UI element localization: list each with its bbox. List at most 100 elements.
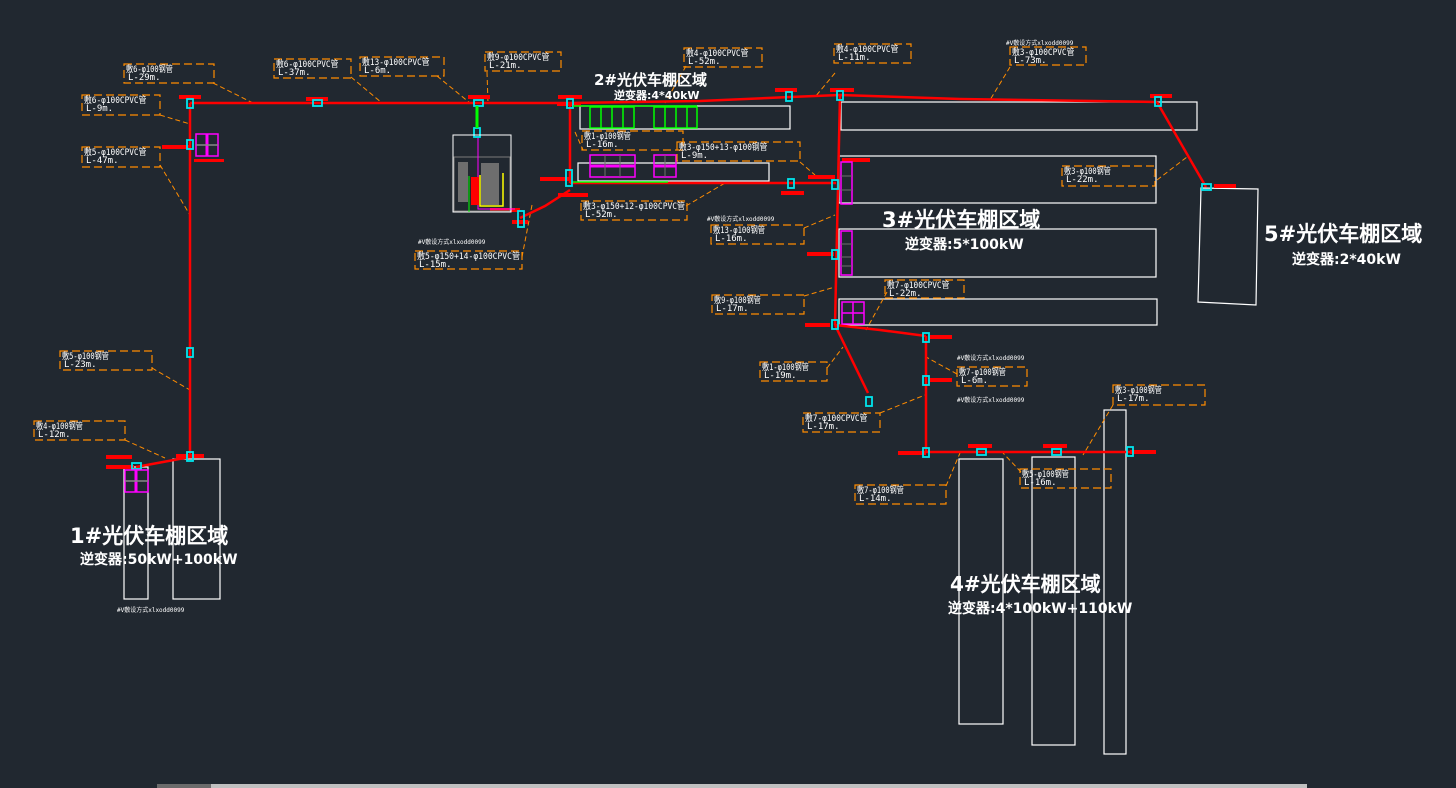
junction-box [186,98,194,109]
shed-3d [838,298,1158,326]
cable-label-box [59,350,153,371]
junction-box [312,99,323,107]
zone-titles: 1#光伏车棚区域 逆变器:50kW+100kW 2#光伏车棚区域 逆变器:4*4… [70,71,1422,617]
shed-4a [958,458,1004,725]
zone-5-inverter: 逆变器:2*40kW [1292,251,1401,268]
junction-box [976,448,987,456]
cable-spec: 敷3-φ100钢管 [1115,384,1162,396]
zone-3-title: 3#光伏车棚区域 [882,208,1040,232]
shed-4c [1103,409,1127,755]
cable-spec: 敷3-φ100钢管 [1064,165,1111,177]
junction-box [566,98,574,109]
cable-label-box [1112,384,1206,406]
inverter-cabinet [840,230,853,276]
junction-box [131,462,142,470]
junction-box [836,90,844,101]
block-tag: #V敷设方式xlxodd0099 [1006,39,1074,47]
cable-spec: 敷3-φ150+13-φ100钢管 [679,141,767,153]
cable-label-box [581,130,684,151]
cable-length: L-11m. [838,53,871,63]
cable-spec: 敷6-φ100CPVC管 [84,94,146,106]
junction-box [831,179,839,190]
cable-length: L-9m. [681,151,708,161]
cable-spec: 敷7-φ100钢管 [959,366,1006,378]
cable-label-box [884,279,965,299]
cable-label-box [359,56,445,77]
cable-zone1-branch [135,455,191,469]
cable-length: L-22m. [889,289,922,299]
horizontal-scrollbar-thumb[interactable] [211,784,1307,788]
cable-label-box [1009,46,1087,66]
cable-spec: 敷13-φ100CPVC管 [362,56,430,68]
cable-label-box [33,420,126,441]
cable-spec: 敷5-φ100CPVC管 [84,146,146,158]
combiner-boxes [475,105,698,183]
cable-length: L-16m. [1024,478,1057,488]
cable-label-box [710,224,805,245]
zone-1-title: 1#光伏车棚区域 [70,524,228,548]
cable-zone3-branch [833,324,870,394]
junction-box [787,178,795,189]
cable-length: L-15m. [419,260,452,270]
distribution-room-outline [452,134,512,213]
junction-box [922,447,930,458]
block-tag: #V敷设方式xlxodd0099 [957,354,1025,362]
block-tag: #V敷设方式xlxodd0099 [707,215,775,223]
cable-length: L-19m. [764,371,797,381]
cable-spec: 敷3-φ100CPVC管 [1012,46,1074,58]
cable-label-box [1019,468,1112,489]
cable-spec: 敷7-φ100CPVC管 [805,412,867,424]
block-tag: #V敷设方式xlxodd0099 [117,606,185,614]
cable-label-layer: 敷6-φ100钢管L-29m.敷6-φ100CPVC管L-9m.敷5-φ100C… [33,43,1206,505]
cable-label-box [833,43,912,64]
cable-spec: 敷5-φ150+14-φ100CPVC管 [417,250,520,262]
shed-1b [172,458,221,600]
block-tag: #V敷设方式xlxodd0099 [418,238,486,246]
cable-length: L-12m. [38,430,71,440]
cable-spec: 敷13-φ100钢管 [713,224,765,236]
cable-label-box [81,94,161,116]
junction-box [922,332,930,343]
junction-box [517,210,525,228]
cable-label-box [683,47,763,68]
zone-4-title: 4#光伏车棚区域 [950,572,1101,596]
junction-box [186,139,194,150]
cable-label-box [802,412,881,433]
junction-box [473,127,481,138]
junction-box [1051,448,1062,456]
horizontal-scrollbar[interactable] [157,784,1307,788]
cable-length: L-16m. [586,140,619,150]
zone-1-inverter: 逆变器:50kW+100kW [80,551,238,568]
cable-label-box [956,366,1028,387]
cable-spec: 敷6-φ100CPVC管 [276,58,338,70]
cable-length: L-6m. [961,376,988,386]
zone-2-title: 2#光伏车棚区域 [594,71,707,89]
cable-spec: 敷4-φ100CPVC管 [836,43,898,55]
shed-5 [1197,187,1259,306]
inverters [124,133,865,493]
cable-zone3-zone4 [834,323,927,338]
cable-length: L-21m. [489,61,522,71]
junction-boxes [131,90,1212,470]
cable-length: L-22m. [1066,175,1099,185]
shed-3b [838,155,1157,204]
shed-3c [838,228,1157,278]
leader-lines [124,65,1188,487]
cable-label-box [81,146,161,168]
cable-label-box [676,141,801,162]
zone-4-inverter: 逆变器:4*100kW+110kW [948,600,1132,617]
junction-box [1154,96,1162,107]
